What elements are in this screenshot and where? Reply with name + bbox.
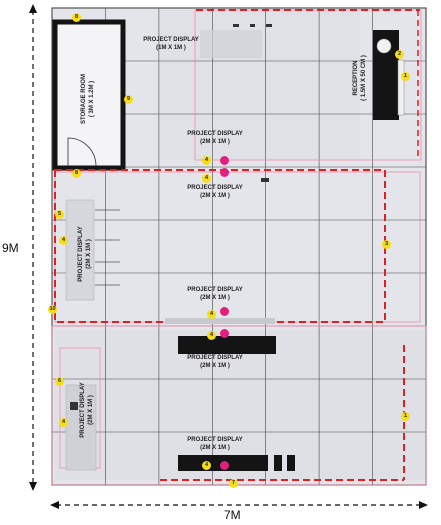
reception-title: RECEPTION	[353, 60, 359, 96]
display-panel	[200, 30, 262, 58]
project-display-label: PROJECT DISPLAY (2M X 1M )	[170, 286, 260, 302]
project-display-title: PROJECT DISPLAY	[187, 185, 243, 191]
project-display-title: PROJECT DISPLAY	[187, 287, 243, 293]
display-stand	[274, 455, 282, 471]
project-display-size: (2M X 1M )	[200, 139, 230, 145]
arrow-left-icon	[50, 501, 59, 509]
reception-counter	[397, 59, 405, 116]
reception-size: ( 1.5M X 50 CM )	[361, 55, 367, 101]
marker-dot	[220, 329, 229, 338]
number-badge: 6	[55, 377, 64, 386]
project-display-label: PROJECT DISPLAY (1M X 1M )	[126, 36, 216, 52]
project-display-label: PROJECT DISPLAY (2M X 1M )	[170, 354, 260, 370]
storage-room-title: STORAGE ROOM	[81, 74, 87, 124]
reception-plant	[376, 38, 392, 54]
display-stand	[287, 455, 295, 471]
marker-dot	[220, 156, 229, 165]
project-display-size: (1M X 1M )	[156, 45, 186, 51]
project-display-label: PROJECT DISPLAY (2M X 1M )	[77, 209, 93, 299]
number-badge: 8	[72, 13, 81, 22]
storage-room-label: STORAGE ROOM ( 3M X 1.2M )	[80, 51, 96, 147]
project-display-size: (2M X 1M )	[88, 395, 94, 425]
number-badge: 4	[202, 156, 211, 165]
project-display-label: PROJECT DISPLAY (2M X 1M )	[170, 436, 260, 452]
display-counter	[178, 336, 276, 354]
number-badge: 4	[202, 461, 211, 470]
width-dimension-label: 7M	[224, 508, 241, 522]
project-display-title: PROJECT DISPLAY	[80, 382, 86, 438]
number-badge: 4	[207, 310, 216, 319]
number-badge: 1	[401, 72, 410, 81]
rail-lines	[95, 209, 120, 286]
storage-door-swing	[67, 137, 97, 167]
number-badge: 4	[59, 418, 68, 427]
number-badge: 7	[229, 479, 238, 488]
reception-label: RECEPTION ( 1.5M X 50 CM )	[352, 30, 368, 126]
project-display-label: PROJECT DISPLAY (2M X 1M )	[79, 365, 95, 455]
fixtures	[70, 24, 272, 410]
number-badge: 4	[59, 236, 68, 245]
arrow-right-icon	[419, 501, 428, 509]
number-badge: 8	[72, 169, 81, 178]
project-display-size: (2M X 1M )	[200, 445, 230, 451]
height-dimension-label: 9M	[2, 241, 19, 255]
project-display-size: (2M X 1M )	[200, 295, 230, 301]
project-display-title: PROJECT DISPLAY	[143, 37, 199, 43]
number-badge: 5	[55, 210, 64, 219]
storage-room-size: ( 3M X 1.2M )	[89, 80, 95, 118]
marker-dot	[220, 307, 229, 316]
marker-dot	[220, 461, 229, 470]
number-badge: 2	[395, 50, 404, 59]
number-badge: 9	[124, 95, 133, 104]
project-display-size: (2M X 1M )	[200, 363, 230, 369]
arrow-down-icon	[29, 482, 37, 491]
number-badge: 1	[401, 412, 410, 421]
project-display-title: PROJECT DISPLAY	[187, 131, 243, 137]
number-badge: 10	[48, 305, 57, 314]
display-panel	[65, 199, 95, 301]
project-display-label: PROJECT DISPLAY (2M X 1M )	[170, 130, 260, 146]
number-badge: 4	[207, 331, 216, 340]
number-badge: 3	[382, 240, 391, 249]
project-display-title: PROJECT DISPLAY	[187, 437, 243, 443]
project-display-title: PROJECT DISPLAY	[78, 226, 84, 282]
display-panel	[165, 318, 275, 324]
project-display-title: PROJECT DISPLAY	[187, 355, 243, 361]
display-panel	[65, 384, 97, 471]
marker-dot	[220, 168, 229, 177]
arrow-up-icon	[29, 4, 37, 13]
project-display-label: PROJECT DISPLAY (2M X 1M )	[170, 184, 260, 200]
project-display-size: (2M X 1M )	[86, 239, 92, 269]
project-display-size: (2M X 1M )	[200, 193, 230, 199]
number-badge: 4	[202, 174, 211, 183]
storage-room-wall	[52, 19, 126, 171]
